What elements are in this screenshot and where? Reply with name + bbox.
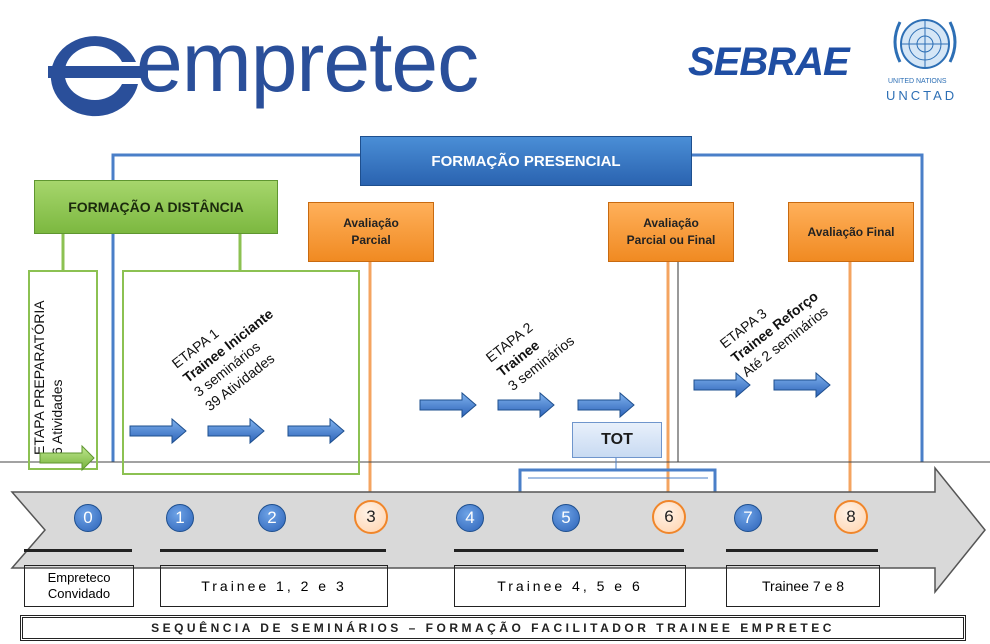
empreteco-box: Empreteco Convidado: [24, 565, 134, 607]
avaliacao-parcial-line2: Parcial: [351, 233, 391, 247]
seminar-7-badge: 7: [734, 504, 762, 532]
arrow-4-icon: [419, 391, 477, 419]
sebrae-logo: SEBRAE: [688, 40, 850, 84]
unctad-label: UNCTAD: [886, 88, 958, 103]
sequence-footer: SEQUÊNCIA DE SEMINÁRIOS – FORMAÇÃO FACIL…: [20, 615, 966, 641]
arrow-2-icon: [207, 417, 265, 445]
avaliacao-parcial-line1: Avaliação: [343, 216, 399, 230]
trainee-456-box: Trainee 4, 5 e 6: [454, 565, 686, 607]
trainee-78-box: Trainee 7 e 8: [726, 565, 880, 607]
group-bar-0: [24, 549, 132, 552]
formacao-distancia-box: FORMAÇÃO A DISTÂNCIA: [34, 180, 278, 234]
trainee-123-box: Trainee 1, 2 e 3: [160, 565, 388, 607]
avaliacao-parcial-box: Avaliação Parcial: [308, 202, 434, 262]
un-emblem-icon: [893, 19, 957, 69]
group-bar-3: [726, 549, 878, 552]
united-nations-label: UNITED NATIONS: [888, 78, 947, 85]
formacao-presencial-box: FORMAÇÃO PRESENCIAL: [360, 136, 692, 186]
tot-box: TOT: [572, 422, 662, 458]
seminar-5-badge: 5: [552, 504, 580, 532]
empretec-logo: empretec: [40, 15, 520, 118]
seminar-4-badge: 4: [456, 504, 484, 532]
etapa1-box: [122, 270, 360, 475]
etapa-preparatoria-box: [28, 270, 98, 470]
seminar-0-badge: 0: [74, 504, 102, 532]
arrow-8-icon: [773, 371, 831, 399]
seminar-6-badge: 6: [652, 500, 686, 534]
arrow-3-icon: [287, 417, 345, 445]
arrow-5-icon: [497, 391, 555, 419]
arrow-7-icon: [693, 371, 751, 399]
arrow-6-icon: [577, 391, 635, 419]
group-bar-2: [454, 549, 684, 552]
avaliacao-parcial-final-line1: Avaliação: [643, 216, 699, 230]
empreteco-line1: Empreteco: [47, 570, 111, 585]
avaliacao-parcial-final-box: Avaliação Parcial ou Final: [608, 202, 734, 262]
empretec-e-icon: [48, 36, 148, 117]
seminar-1-badge: 1: [166, 504, 194, 532]
avaliacao-parcial-final-line2: Parcial ou Final: [626, 233, 716, 247]
arrow-1-icon: [129, 417, 187, 445]
avaliacao-final-box: Avaliação Final: [788, 202, 914, 262]
seminar-2-badge: 2: [258, 504, 286, 532]
empretec-wordmark: empretec: [136, 15, 479, 109]
arrow-preparatoria-icon: [39, 444, 95, 472]
seminar-8-badge: 8: [834, 500, 868, 534]
seminar-3-badge: 3: [354, 500, 388, 534]
un-logo: UNITED NATIONS UNCTAD: [880, 12, 970, 103]
empreteco-line2: Convidado: [47, 586, 111, 601]
group-bar-1: [160, 549, 386, 552]
